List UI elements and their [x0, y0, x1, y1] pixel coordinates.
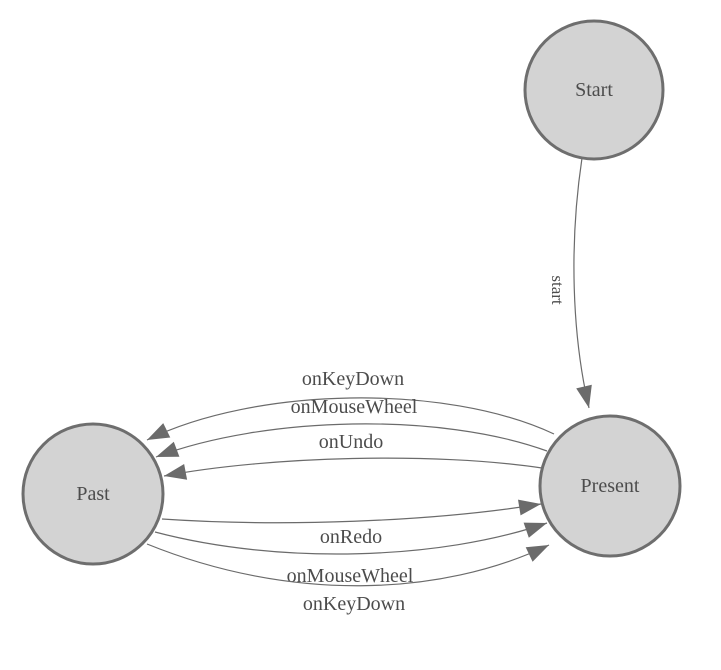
edge-past-to-present-onkeydown-path[interactable] [146, 543, 550, 587]
edge-past-to-present-onredo: onRedo [161, 499, 542, 548]
edge-label-onredo: onRedo [320, 526, 382, 548]
edge-present-to-past-onkeydown-path[interactable] [146, 397, 555, 441]
edge-present-to-past-onundo: onUndo [163, 431, 543, 480]
edge-label-onmousewheel-top: onMouseWheel [291, 396, 418, 418]
edge-past-to-present-onkeydown: onKeyDown [146, 543, 550, 615]
node-present-circle[interactable] [538, 414, 682, 558]
edge-present-to-past-onundo-path[interactable] [163, 457, 543, 480]
edge-present-to-past-onkeydown: onKeyDown [146, 368, 555, 441]
node-present-label: Present [581, 475, 640, 497]
node-start-label: Start [575, 79, 613, 101]
node-start-circle[interactable] [523, 19, 665, 161]
node-present: Present [538, 414, 682, 558]
edge-present-to-past-onmousewheel: onMouseWheel [155, 396, 548, 458]
node-past-label: Past [76, 483, 110, 505]
edge-label-onkeydown-bottom: onKeyDown [303, 593, 405, 615]
edge-past-to-present-onredo-path[interactable] [161, 499, 542, 524]
edge-label-start: start [548, 275, 567, 305]
edge-start-to-present-path[interactable] [573, 157, 592, 409]
node-past: Past [21, 422, 165, 566]
edge-label-onundo: onUndo [319, 431, 383, 453]
edge-start-to-present: start [548, 157, 592, 409]
node-past-circle[interactable] [21, 422, 165, 566]
edge-past-to-present-onmousewheel: onMouseWheel [154, 522, 548, 587]
edge-label-onmousewheel-bottom: onMouseWheel [287, 565, 414, 587]
edge-past-to-present-onmousewheel-path[interactable] [154, 522, 548, 555]
edge-label-onkeydown-top: onKeyDown [302, 368, 404, 390]
edge-present-to-past-onmousewheel-path[interactable] [155, 423, 548, 458]
node-start: Start [523, 19, 665, 161]
